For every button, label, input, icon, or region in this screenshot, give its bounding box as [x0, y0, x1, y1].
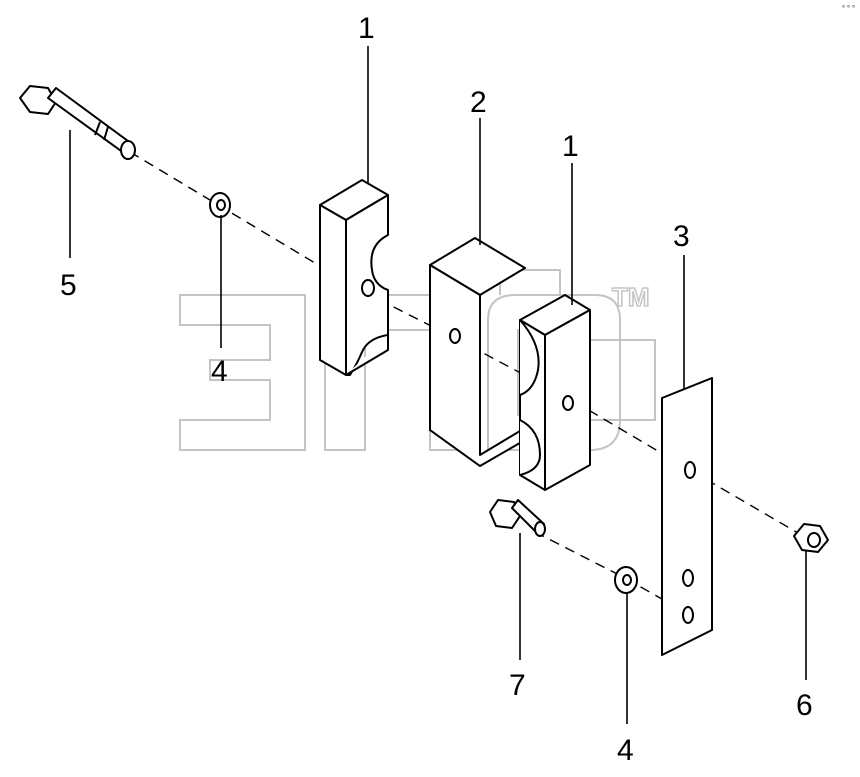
part-2-sleeve — [429, 237, 526, 467]
watermark-tm: TM — [612, 282, 650, 312]
part-1-clamp-left — [319, 179, 389, 376]
callout-6: 6 — [796, 689, 813, 722]
callout-1-right: 1 — [562, 130, 579, 163]
callout-5: 5 — [60, 269, 77, 302]
callout-2: 2 — [470, 86, 487, 119]
callouts: 1 2 1 3 5 4 7 4 6 — [60, 12, 813, 767]
corner-mark: ∘∘∘ — [840, 2, 856, 11]
part-4-washer-left — [209, 192, 231, 218]
part-7-short-bolt — [489, 499, 546, 537]
part-1-clamp-right — [519, 294, 591, 491]
part-3-plate — [661, 377, 713, 656]
part-6-nut — [793, 523, 829, 553]
callout-7: 7 — [509, 669, 526, 702]
leader-lines — [69, 46, 807, 724]
callout-4-bottom: 4 — [617, 734, 634, 767]
part-5-long-bolt — [19, 85, 136, 160]
callout-1-top: 1 — [358, 12, 375, 45]
part-4-washer-bottom — [614, 566, 638, 594]
callout-4-left: 4 — [211, 355, 228, 388]
callout-3: 3 — [673, 220, 690, 253]
